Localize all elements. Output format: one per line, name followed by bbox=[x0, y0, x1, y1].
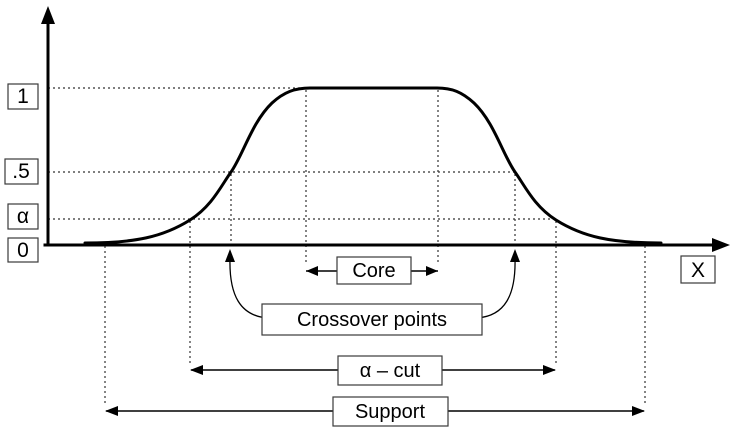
alphacut-label-group: α – cut bbox=[337, 355, 443, 386]
y-tick-half-box bbox=[4, 158, 39, 185]
x-axis-arrowhead-icon bbox=[712, 238, 730, 252]
y-axis-arrowhead-icon bbox=[41, 6, 55, 24]
y-tick-one-box bbox=[7, 83, 39, 110]
support-label-group: Support bbox=[332, 396, 449, 427]
alphacut-label: α – cut bbox=[360, 360, 421, 382]
support-label: Support bbox=[355, 401, 425, 423]
crossover-arrow-right bbox=[476, 257, 516, 319]
membership-curve bbox=[83, 86, 663, 245]
x-axis-label-box bbox=[680, 255, 716, 284]
alphacut-label-box bbox=[337, 355, 443, 386]
core-label-box bbox=[336, 256, 412, 285]
y-tick-alpha: α bbox=[7, 203, 39, 230]
y-tick-alpha-box bbox=[7, 203, 39, 230]
y-tick-zero: 0 bbox=[7, 237, 39, 263]
alphacut-arrowhead-left-icon bbox=[190, 365, 203, 375]
y-tick-zero-box bbox=[7, 237, 39, 263]
core-arrowhead-right-icon bbox=[426, 266, 438, 276]
crossover-label: Crossover points bbox=[297, 309, 447, 331]
alphacut-arrowhead-right-icon bbox=[543, 365, 556, 375]
y-tick-half: .5 bbox=[4, 158, 39, 185]
core-label-group: Core bbox=[336, 256, 412, 285]
support-arrowhead-left-icon bbox=[105, 406, 118, 416]
y-tick-zero-label: 0 bbox=[17, 239, 29, 262]
crossover-label-group: Crossover points bbox=[261, 303, 483, 336]
y-tick-one-label: 1 bbox=[17, 85, 29, 108]
crossover-arrowhead-right-icon bbox=[510, 249, 520, 262]
x-axis-label-group: X bbox=[680, 255, 716, 284]
support-arrowhead-right-icon bbox=[632, 406, 645, 416]
y-tick-one: 1 bbox=[7, 83, 39, 110]
core-label: Core bbox=[352, 260, 395, 282]
x-axis-label: X bbox=[691, 259, 705, 282]
support-label-box bbox=[332, 396, 449, 427]
y-tick-alpha-label: α bbox=[17, 205, 29, 228]
core-arrowhead-left-icon bbox=[306, 266, 318, 276]
crossover-arrow-left bbox=[229, 257, 269, 319]
crossover-arrowhead-left-icon bbox=[225, 249, 235, 262]
crossover-label-box bbox=[261, 303, 483, 336]
y-tick-half-label: .5 bbox=[12, 160, 30, 183]
